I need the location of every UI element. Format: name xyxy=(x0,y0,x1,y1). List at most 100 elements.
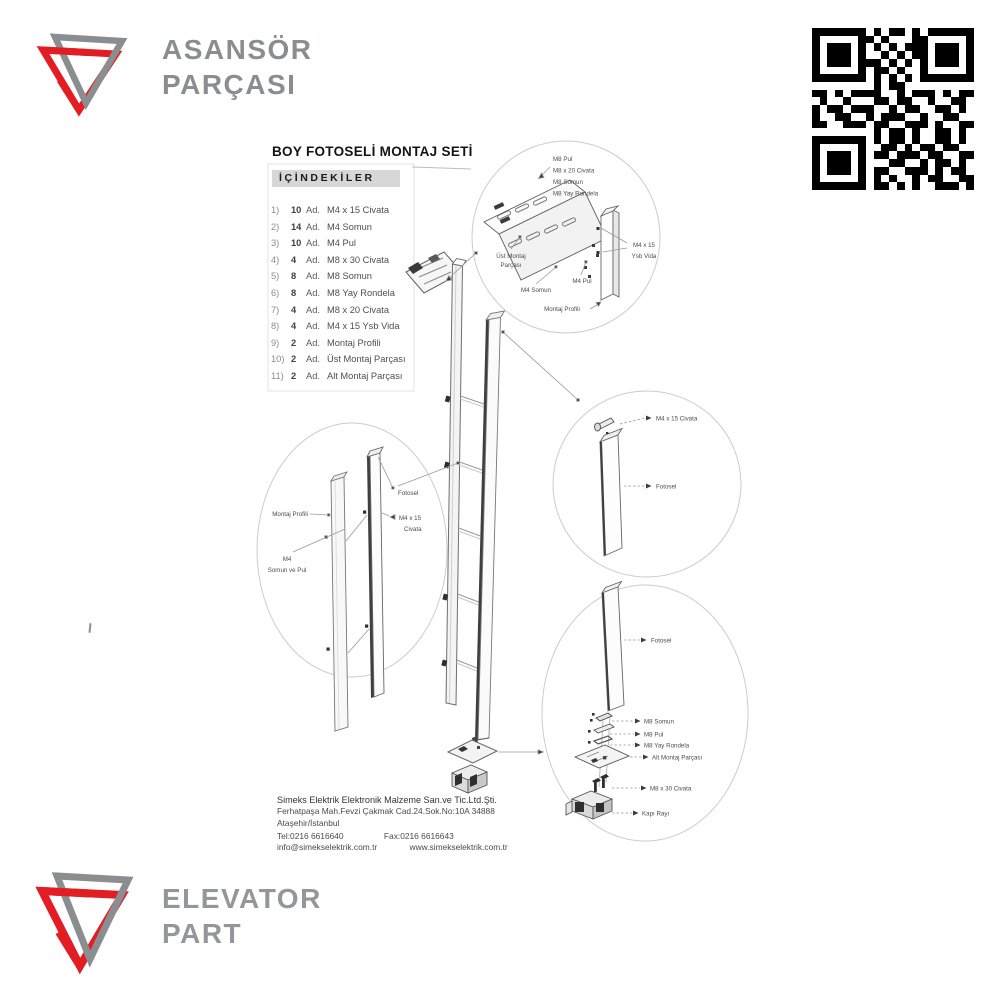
br-alt-plate xyxy=(573,744,631,769)
qr-module xyxy=(927,97,936,106)
item-unit: Ad. xyxy=(306,221,320,232)
qr-module xyxy=(958,151,967,160)
qr-module xyxy=(935,105,944,113)
br-hardware-stack xyxy=(588,712,615,745)
qr-module xyxy=(966,120,974,129)
qr-module xyxy=(958,105,967,113)
label-m8-pul-br: M8 Pul xyxy=(644,732,663,739)
qr-module xyxy=(912,35,920,44)
item-qty: 4 xyxy=(291,304,297,315)
qr-module xyxy=(935,166,944,175)
qr-module xyxy=(966,51,974,59)
label-ust-montaj: Üst Montaj xyxy=(496,253,526,260)
qr-module xyxy=(935,28,944,36)
rung-bolts xyxy=(441,395,451,667)
qr-module xyxy=(866,89,874,98)
brand-name-line2: PART xyxy=(162,918,243,949)
qr-module xyxy=(881,143,890,152)
qr-module xyxy=(881,166,890,175)
brand-logo-bottom xyxy=(30,862,170,987)
label-m8-yay-rondela: M8 Yay Rondela xyxy=(553,191,599,198)
qr-module xyxy=(896,136,905,144)
qr-module xyxy=(858,182,866,190)
item-desc: M4 Pul xyxy=(327,238,356,249)
qr-module xyxy=(912,105,920,113)
logo-red-overlap xyxy=(42,46,89,56)
qr-module xyxy=(858,159,866,167)
qr-module xyxy=(827,182,836,190)
qr-module xyxy=(812,89,820,98)
item-no: 11) xyxy=(271,370,284,381)
qr-module xyxy=(912,51,920,59)
left-cross-links xyxy=(345,514,370,654)
qr-module xyxy=(873,182,882,190)
qr-module xyxy=(812,166,820,175)
brand-name-line1: ASANSÖR xyxy=(162,34,313,65)
logo-red-overlap xyxy=(41,887,91,898)
qr-module xyxy=(943,28,951,36)
qr-module xyxy=(842,97,851,106)
qr-module xyxy=(812,58,820,67)
item-unit: Ad. xyxy=(306,254,320,265)
item-no: 10) xyxy=(271,354,285,365)
label-m4-left: M4 xyxy=(283,556,292,563)
qr-module xyxy=(842,151,851,160)
qr-module xyxy=(812,74,820,82)
qr-module xyxy=(927,89,936,98)
qr-module xyxy=(827,58,836,67)
qr-module xyxy=(935,120,944,129)
item-desc: M4 x 15 Civata xyxy=(327,205,390,215)
qr-module xyxy=(842,166,851,175)
qr-module xyxy=(842,43,851,52)
qr-module xyxy=(835,112,843,121)
qr-module xyxy=(873,174,882,183)
qr-module xyxy=(881,51,890,59)
qr-module xyxy=(943,128,951,136)
brand-name-line2: PARÇASI xyxy=(162,69,297,100)
qr-module xyxy=(866,112,874,121)
qr-module xyxy=(904,120,913,129)
connector-lines xyxy=(397,251,580,755)
qr-module xyxy=(912,28,920,36)
item-qty: 2 xyxy=(291,354,297,365)
qr-module xyxy=(827,51,836,59)
logo-gray-triangle xyxy=(51,872,134,968)
item-desc: M8 x 20 Civata xyxy=(327,304,390,315)
qr-module xyxy=(889,105,897,113)
qr-module xyxy=(812,66,820,75)
qr-module xyxy=(958,166,967,175)
company-city: Ataşehir/İstanbul xyxy=(277,817,340,828)
qr-module xyxy=(858,136,866,144)
label-m4-pul: M4 Pul xyxy=(572,278,591,285)
qr-module xyxy=(850,182,859,190)
qr-module xyxy=(943,58,951,67)
qr-module xyxy=(889,28,897,36)
label-kapi-rayi: Kapı Rayı xyxy=(642,811,669,818)
qr-module xyxy=(858,58,866,67)
qr-module xyxy=(966,58,974,67)
left-leaders xyxy=(292,456,396,553)
qr-module xyxy=(858,166,866,175)
qr-module xyxy=(835,105,843,113)
qr-module xyxy=(966,35,974,44)
label-montaj-profili: Montaj Profili xyxy=(544,306,580,313)
label-m4-somun: M4 Somun xyxy=(521,287,551,294)
label-m8-somun: M8 Somun xyxy=(553,179,583,186)
item-qty: 4 xyxy=(291,321,297,332)
qr-module xyxy=(873,58,882,67)
br-arrows xyxy=(633,637,649,816)
item-no: 3) xyxy=(271,238,280,249)
qr-module xyxy=(896,182,905,190)
qr-module xyxy=(920,35,928,44)
qr-module xyxy=(835,43,843,52)
qr-module xyxy=(943,143,951,152)
qr-module xyxy=(819,97,828,106)
profile-piece xyxy=(596,205,620,301)
item-qty: 10 xyxy=(291,238,302,249)
qr-module xyxy=(812,136,820,144)
item-no: 4) xyxy=(271,254,280,265)
qr-module xyxy=(873,28,882,36)
